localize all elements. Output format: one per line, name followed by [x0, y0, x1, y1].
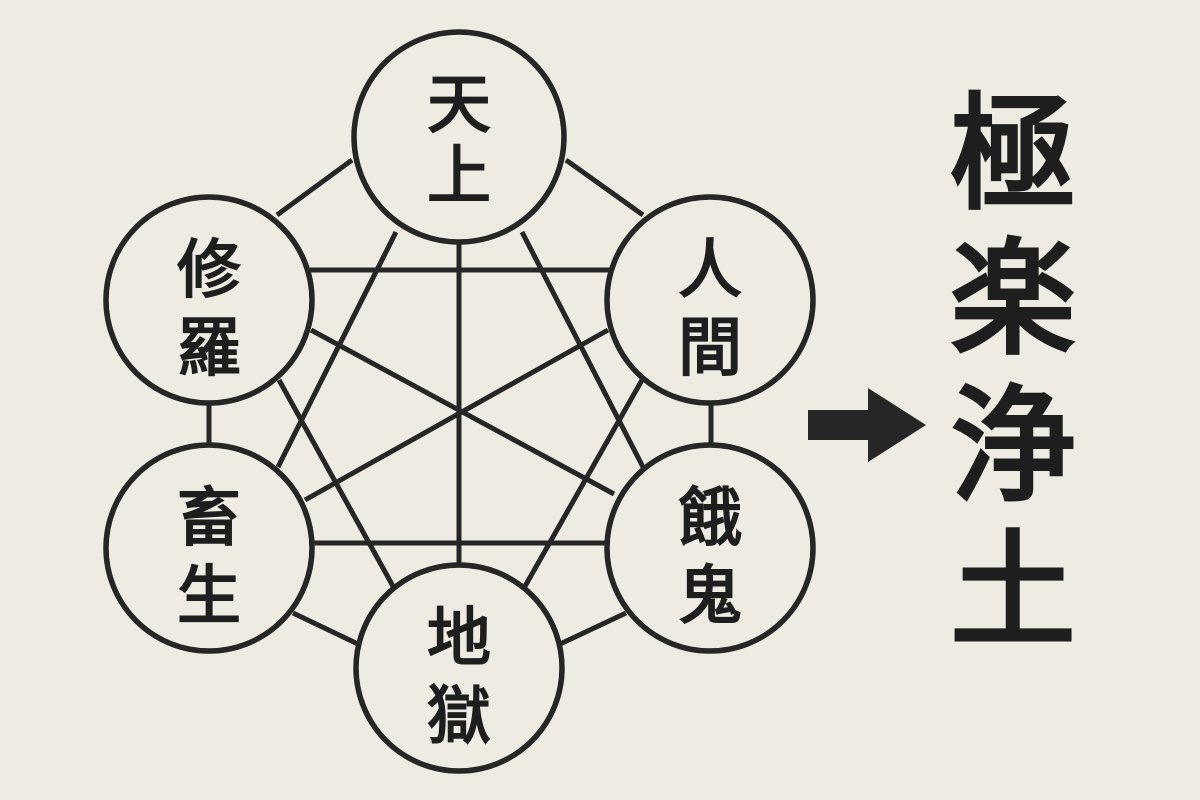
- right-arrow-icon: [808, 388, 926, 462]
- node-ningen: 人 間: [604, 194, 816, 406]
- node-label-top: 畜: [177, 481, 241, 556]
- node-label-top: 餓: [678, 481, 742, 556]
- node-shura: 修 羅: [103, 194, 315, 406]
- node-label-bottom: 羅: [177, 311, 241, 386]
- line-ningen-chikusho: [303, 327, 610, 503]
- node-chikusho: 畜 生: [103, 442, 315, 654]
- node-gaki: 餓 鬼: [604, 442, 816, 654]
- destination-char: 浄: [950, 372, 1076, 520]
- node-jigoku: 地 獄: [353, 562, 565, 774]
- connection-lines: [206, 157, 714, 648]
- line-chikusho-jigoku: [291, 610, 362, 648]
- line-tenjo-gaki: [519, 230, 646, 469]
- node-tenjo: 天 上: [351, 29, 567, 245]
- node-label-bottom: 間: [678, 311, 742, 386]
- node-label-bottom: 生: [177, 559, 241, 634]
- node-label-top: 人: [678, 233, 742, 308]
- destination-title: 極 楽 浄 土: [950, 80, 1076, 665]
- node-label-top: 天: [427, 68, 491, 143]
- line-tenjo-ningen: [564, 157, 645, 218]
- destination-char: 極: [950, 80, 1076, 228]
- line-tenjo-chikusho: [275, 230, 399, 469]
- node-label-bottom: 獄: [427, 679, 491, 754]
- destination-char: 楽: [950, 225, 1076, 373]
- node-label-top: 修: [177, 233, 242, 308]
- line-shura-jigoku: [276, 378, 397, 590]
- destination-char: 土: [950, 517, 1076, 665]
- node-label-bottom: 鬼: [678, 559, 742, 634]
- node-label-top: 地: [427, 601, 491, 676]
- node-label-bottom: 上: [427, 139, 491, 214]
- line-tenjo-shura: [275, 157, 354, 218]
- line-ningen-jigoku: [521, 378, 645, 590]
- line-gaki-jigoku: [556, 610, 628, 648]
